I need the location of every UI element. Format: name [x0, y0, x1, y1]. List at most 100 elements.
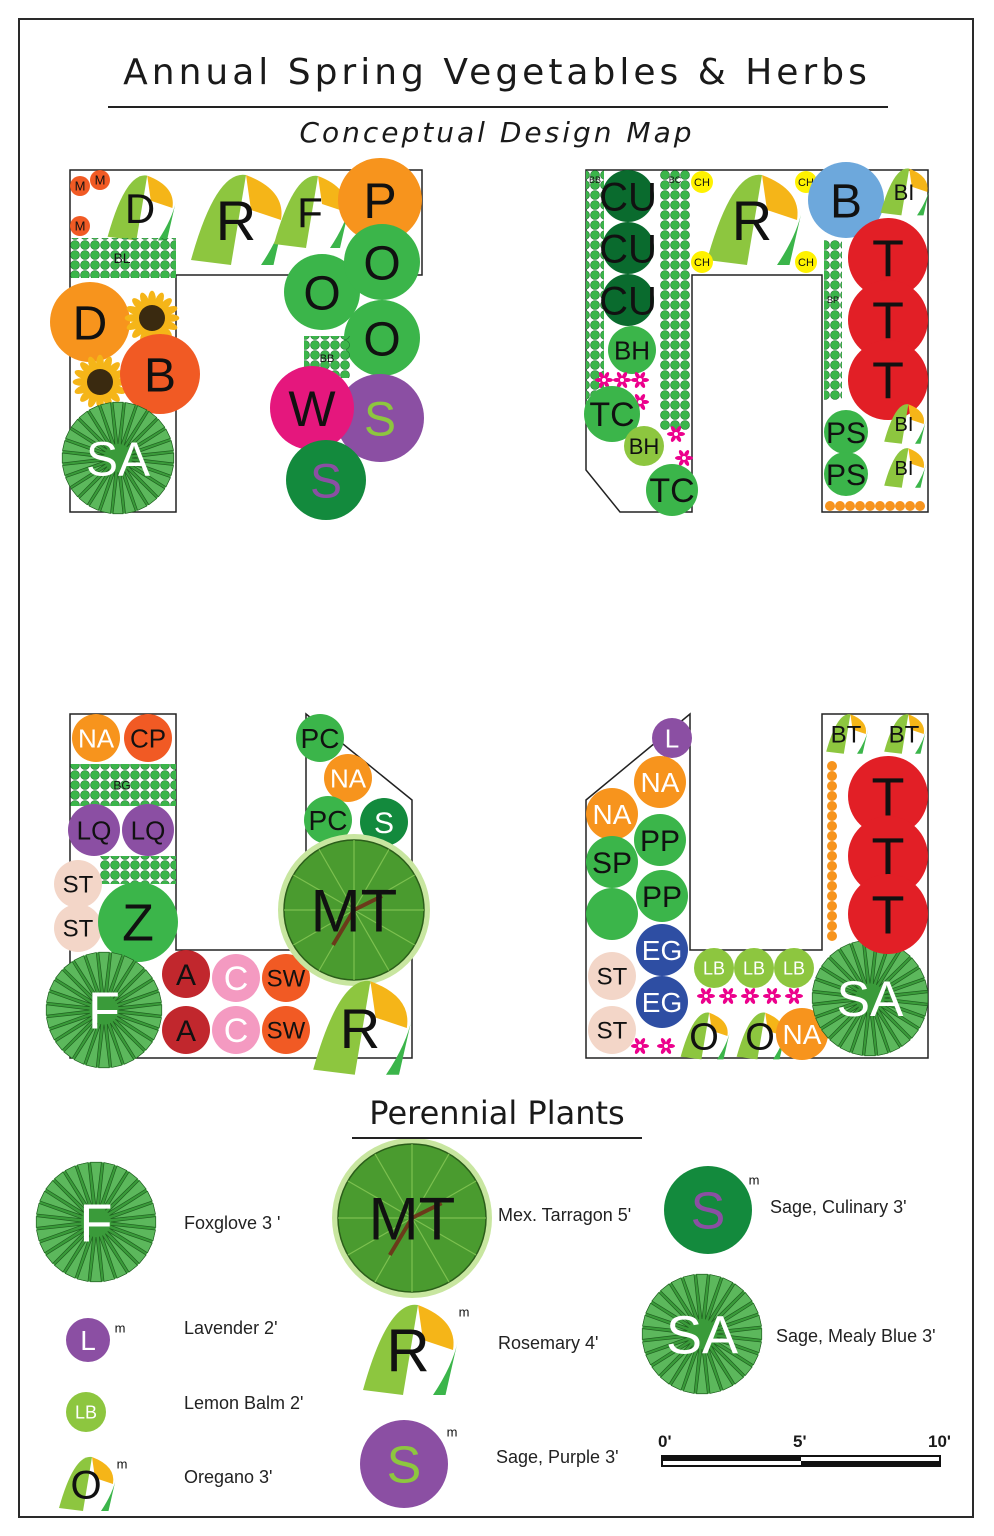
lemon-balm-icon-label: LB: [75, 1402, 97, 1422]
legend-label-rosemary: Rosemary 4': [498, 1333, 599, 1353]
basil-holy: [624, 426, 664, 466]
flower-icon: [613, 372, 631, 388]
bed2-outline: [585, 169, 929, 513]
mexican-tarragon-label: MT: [311, 878, 398, 945]
oregano-label: O: [745, 1017, 775, 1059]
carrot: [827, 861, 837, 871]
leafy-plant: [107, 175, 176, 241]
flower-icon: [595, 372, 613, 388]
carrot: [827, 801, 837, 811]
strawberry-label: ST: [63, 872, 94, 899]
mex-tarragon-icon-label: MT: [369, 1186, 456, 1253]
legend-label-mex-tarragon: Mex. Tarragon 5': [498, 1205, 632, 1225]
mint-mark: m: [459, 1305, 470, 1320]
nasturtium-label: NA: [593, 799, 632, 830]
culinary-sage-label: S: [374, 807, 394, 840]
fennel-label: F: [297, 189, 323, 236]
cilantro-parsley-label: CP: [130, 723, 166, 753]
tomato: [848, 280, 928, 360]
sage-purple-icon: [360, 1420, 448, 1508]
scale-label-0: 0': [658, 1432, 672, 1451]
tomatillo-label: TC: [589, 396, 634, 434]
nasturtium-label: NA: [78, 723, 115, 753]
borage-label: B: [830, 175, 862, 228]
carrot: [827, 921, 837, 931]
lettuce-label: LQ: [131, 815, 166, 845]
rosemary-icon: [363, 1304, 458, 1395]
marigold-label: M: [95, 173, 106, 188]
zucchini-label: Z: [122, 895, 154, 953]
legend-label-lavender: Lavender 2': [184, 1318, 278, 1338]
strawberry: [588, 1006, 636, 1054]
amaranth: [162, 950, 210, 998]
carrot: [905, 501, 915, 511]
carrot: [827, 851, 837, 861]
legend-label-lemon-balm: Lemon Balm 2': [184, 1393, 304, 1413]
spinach: [586, 836, 638, 888]
carrot: [827, 911, 837, 921]
lemon-balm: [734, 948, 774, 988]
basil-holy-label: BH: [629, 434, 660, 459]
carrot: [895, 501, 905, 511]
cucumber-label: CU: [599, 279, 657, 323]
marigold: [90, 170, 110, 190]
mexican-tarragon: [278, 834, 430, 986]
leafy-plant: [880, 168, 930, 216]
lemon-balm: [694, 948, 734, 988]
dill-label: D: [125, 185, 155, 232]
culinary-sage: [286, 440, 366, 520]
pepper-chile-label: PC: [309, 805, 348, 836]
lemon-balm-label: LB: [783, 958, 805, 978]
basil-holy: [608, 326, 656, 374]
flower-icon: [667, 426, 685, 442]
chamomile-label: CH: [798, 257, 814, 269]
pepper-label: PP: [640, 825, 680, 858]
title-divider: [108, 106, 888, 108]
mealy-sage-label: SA: [837, 971, 904, 1027]
eggplant-label: EG: [642, 935, 682, 966]
purple-sage-label: S: [364, 393, 396, 446]
tomato: [848, 756, 928, 836]
carrot: [865, 501, 875, 511]
marigold: [70, 216, 90, 236]
lemon-balm: [774, 948, 814, 988]
flower-icon: [697, 988, 715, 1004]
rosemary-icon-label: R: [386, 1318, 429, 1385]
legend-label-sage-mealy-blue: Sage, Mealy Blue 3': [776, 1326, 936, 1346]
carrot: [827, 891, 837, 901]
foxglove-label: F: [88, 983, 120, 1041]
basil: [120, 334, 200, 414]
pepper-label: PP: [642, 881, 682, 914]
mealy-sage-label: SA: [86, 433, 150, 486]
legend-title: Perennial Plants: [369, 1094, 625, 1132]
oregano: [344, 300, 420, 376]
scale-label-5: 5': [793, 1432, 807, 1451]
pepper-chile: [304, 796, 352, 844]
lettuce-label: LQ: [77, 815, 112, 845]
strawberry-label: ST: [597, 1018, 628, 1045]
strawberry-label: ST: [63, 916, 94, 943]
strawberry: [588, 952, 636, 1000]
mint-mark: m: [117, 1457, 128, 1472]
tomato: [848, 874, 928, 954]
rosemary-label: R: [340, 997, 380, 1060]
pepper: [636, 870, 688, 922]
tomato-label: T: [872, 885, 905, 945]
sage-culinary-icon-label: S: [691, 1183, 726, 1241]
tomatillo: [584, 386, 640, 442]
eggplant-label: EG: [642, 987, 682, 1018]
lettuce: [122, 804, 174, 856]
legend-divider: [352, 1137, 642, 1139]
basil-patch: [70, 238, 176, 278]
legend-label-sage-purple: Sage, Purple 3': [496, 1447, 619, 1467]
legend-label-foxglove: Foxglove 3 ': [184, 1213, 281, 1233]
strawberry: [54, 904, 102, 952]
swiss-chard-label: SW: [267, 1018, 306, 1045]
chard-label: C: [224, 960, 249, 998]
mex-tarragon-icon: [332, 1138, 492, 1298]
carrot: [845, 501, 855, 511]
lavender-icon-label: L: [80, 1325, 96, 1356]
tomato: [848, 218, 928, 298]
carrot: [825, 501, 835, 511]
